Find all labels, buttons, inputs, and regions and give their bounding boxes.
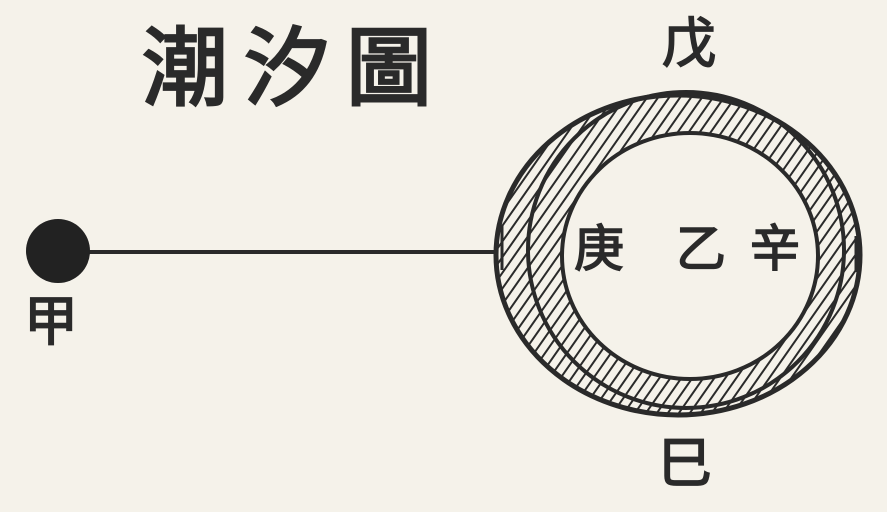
label-jia: 甲 — [24, 289, 78, 353]
label-wu: 戊 — [662, 11, 716, 75]
label-ji: 巳 — [658, 431, 712, 495]
label-yi: 乙 — [676, 219, 726, 278]
inner-circle — [560, 131, 820, 381]
jia-body-dot — [26, 219, 90, 283]
ring-circle-outline — [526, 90, 846, 410]
label-xin: 辛 — [750, 219, 800, 278]
outer-ellipse — [493, 92, 863, 418]
diagram-title: 潮汐圖 — [142, 18, 448, 119]
label-geng: 庚 — [574, 219, 624, 278]
